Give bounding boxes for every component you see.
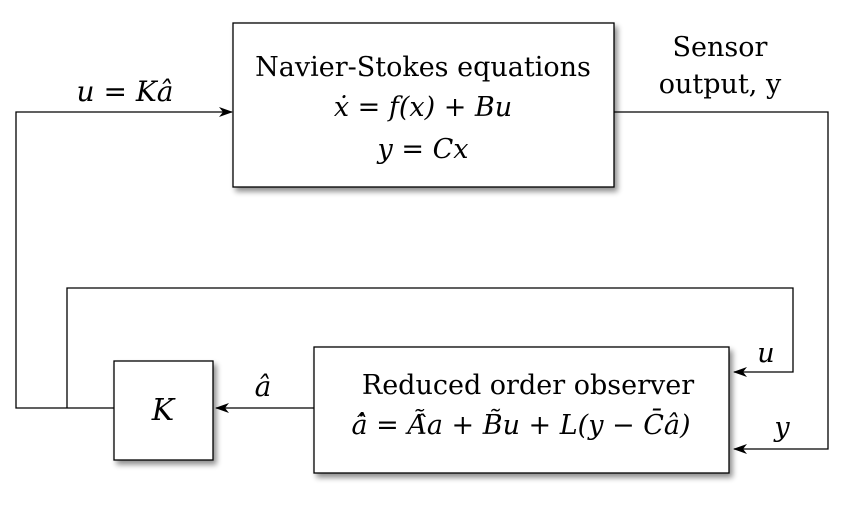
plant-state-equation: ẋ = f(x) + Bu [334, 92, 512, 123]
plant-block [232, 22, 615, 188]
sensor-output-wire [614, 111, 829, 454]
control-signal-label: u = Kâ [77, 75, 174, 108]
controller-block [113, 360, 214, 461]
observer-equation: ȧ̂ = Ã̂a + B̃u + L(y − C̄â) [351, 407, 690, 441]
ahat-label: â [255, 370, 272, 403]
control-input-wire [15, 107, 233, 409]
sensor-label-line2: output, y [659, 69, 782, 100]
plant-output-equation: y = Cx [377, 134, 469, 165]
observer-u-label: u [757, 338, 774, 369]
sensor-label-line1: Sensor [673, 32, 768, 63]
observer-title: Reduced order observer [362, 370, 694, 401]
controller-label: K [151, 393, 176, 428]
control-to-observer-wire [66, 287, 794, 408]
plant-title: Navier-Stokes equations [255, 52, 591, 83]
observer-y-label: y [773, 412, 790, 443]
observer-block [313, 346, 730, 474]
